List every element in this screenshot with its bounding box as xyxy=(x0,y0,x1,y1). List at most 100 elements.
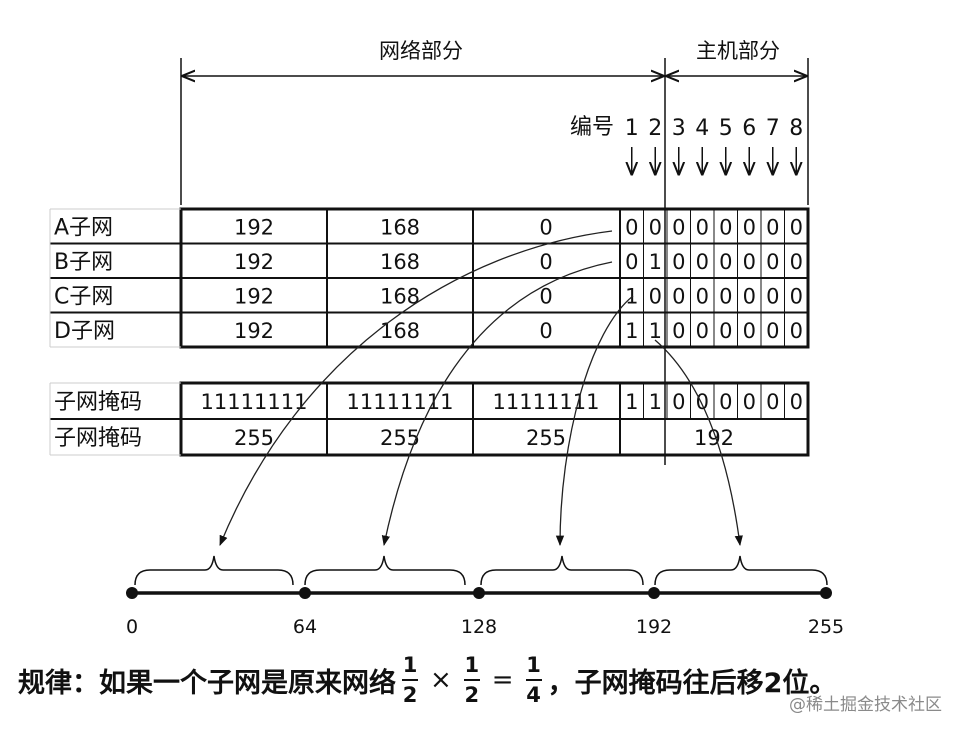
bit-value: 0 xyxy=(766,250,779,274)
range-braces xyxy=(134,555,828,586)
bit-arrows xyxy=(632,147,797,174)
mask-octet-1: 11111111 xyxy=(201,390,308,414)
frac2-numerator: 1 xyxy=(464,653,480,677)
watermark: @稀土掘金技术社区 xyxy=(789,695,942,715)
network-part-dimension xyxy=(180,58,809,465)
times-sign: × xyxy=(430,665,452,695)
tick-label-0: 0 xyxy=(126,616,138,638)
bit-value: 0 xyxy=(719,250,732,274)
bit-value: 0 xyxy=(766,215,779,239)
rule-suffix: ，子网掩码往后移2位。 xyxy=(547,667,837,699)
bit-value: 0 xyxy=(696,250,709,274)
mask-label: 子网掩码 xyxy=(54,390,142,415)
mask-bit: 0 xyxy=(766,390,779,414)
bit-value: 0 xyxy=(719,319,732,343)
mapping-arrows xyxy=(219,230,743,547)
bit-value: 0 xyxy=(672,215,685,239)
mask-bit: 0 xyxy=(672,390,685,414)
frac3-denominator: 4 xyxy=(526,683,541,707)
mask-label: 子网掩码 xyxy=(54,426,142,451)
bit-value: 0 xyxy=(672,250,685,274)
bit-value: 1 xyxy=(649,250,662,274)
arrow-b xyxy=(381,261,613,547)
tick-label-64: 64 xyxy=(293,616,317,638)
tick-label-128: 128 xyxy=(461,616,497,638)
mask-dec-octet-1: 255 xyxy=(234,426,274,450)
bit-value: 0 xyxy=(696,284,709,308)
bit-value: 0 xyxy=(790,284,803,308)
bit-value: 1 xyxy=(649,319,662,343)
brace-a xyxy=(134,555,294,586)
arrow-a xyxy=(219,230,613,546)
octet-1: 192 xyxy=(234,319,274,343)
mask-bit: 0 xyxy=(790,390,803,414)
brace-b xyxy=(304,555,466,586)
tick-dot-192 xyxy=(648,587,660,599)
host-part-label: 主机部分 xyxy=(696,39,780,63)
fraction-half-1: 1 2 xyxy=(402,654,418,706)
subnet-name: C子网 xyxy=(54,284,113,309)
bit-value: 0 xyxy=(743,250,756,274)
subnet-name: B子网 xyxy=(54,250,113,275)
arrow-c xyxy=(555,295,634,547)
bit-value: 0 xyxy=(766,319,779,343)
mask-bit: 0 xyxy=(743,390,756,414)
equals-sign: = xyxy=(491,665,514,695)
bit-number-4: 4 xyxy=(695,116,709,141)
fraction-half-2: 1 2 xyxy=(463,653,480,707)
octet-3: 0 xyxy=(539,215,552,239)
frac3-numerator: 1 xyxy=(526,653,541,677)
mask-dec-octet-4: 192 xyxy=(694,426,734,450)
bit-value: 0 xyxy=(743,215,756,239)
octet-1: 192 xyxy=(234,215,274,239)
bit-value: 0 xyxy=(743,319,756,343)
bit-number-label: 编号 xyxy=(570,115,614,140)
rule-text: 规律：如果一个子网是原来网络 1 2 × 1 2 = 1 4 ，子网掩码往后移2… xyxy=(18,650,836,710)
mask-dec-octet-2: 255 xyxy=(380,426,420,450)
octet-2: 168 xyxy=(380,215,420,239)
tick-dot-255 xyxy=(820,587,832,599)
bit-number-2: 2 xyxy=(648,116,662,141)
mask-bit: 0 xyxy=(696,390,709,414)
subnet-name: D子网 xyxy=(54,319,115,344)
mask-bit: 1 xyxy=(649,390,662,414)
mask-bit: 0 xyxy=(719,390,732,414)
octet-1: 192 xyxy=(234,284,274,308)
octet-3: 0 xyxy=(539,284,552,308)
octet-2: 168 xyxy=(380,319,420,343)
bit-value: 0 xyxy=(696,215,709,239)
mask-octet-2: 11111111 xyxy=(347,390,454,414)
octet-1: 192 xyxy=(234,250,274,274)
octet-2: 168 xyxy=(380,250,420,274)
mask-bit: 1 xyxy=(625,390,638,414)
bit-number-8: 8 xyxy=(789,116,803,141)
subnet-name: A子网 xyxy=(54,215,113,240)
bit-value: 0 xyxy=(696,319,709,343)
frac1-numerator: 1 xyxy=(402,653,418,677)
tick-dot-0 xyxy=(126,587,138,599)
mask-decimal-row: 子网掩码 255 255 255 192 xyxy=(54,426,734,451)
bit-value: 0 xyxy=(743,284,756,308)
frac1-denominator: 2 xyxy=(402,683,418,707)
mask-octet-3: 11111111 xyxy=(493,390,600,414)
brace-c xyxy=(480,555,644,586)
bit-number-3: 3 xyxy=(672,116,686,141)
rule-prefix: 规律：如果一个子网是原来网络 xyxy=(18,667,396,699)
bit-value: 0 xyxy=(649,215,662,239)
bit-value: 0 xyxy=(719,215,732,239)
frac2-denominator: 2 xyxy=(464,683,480,707)
bit-number-7: 7 xyxy=(766,116,780,141)
mask-dec-octet-3: 255 xyxy=(526,426,566,450)
octet-3: 0 xyxy=(539,319,552,343)
bit-number-5: 5 xyxy=(719,116,733,141)
